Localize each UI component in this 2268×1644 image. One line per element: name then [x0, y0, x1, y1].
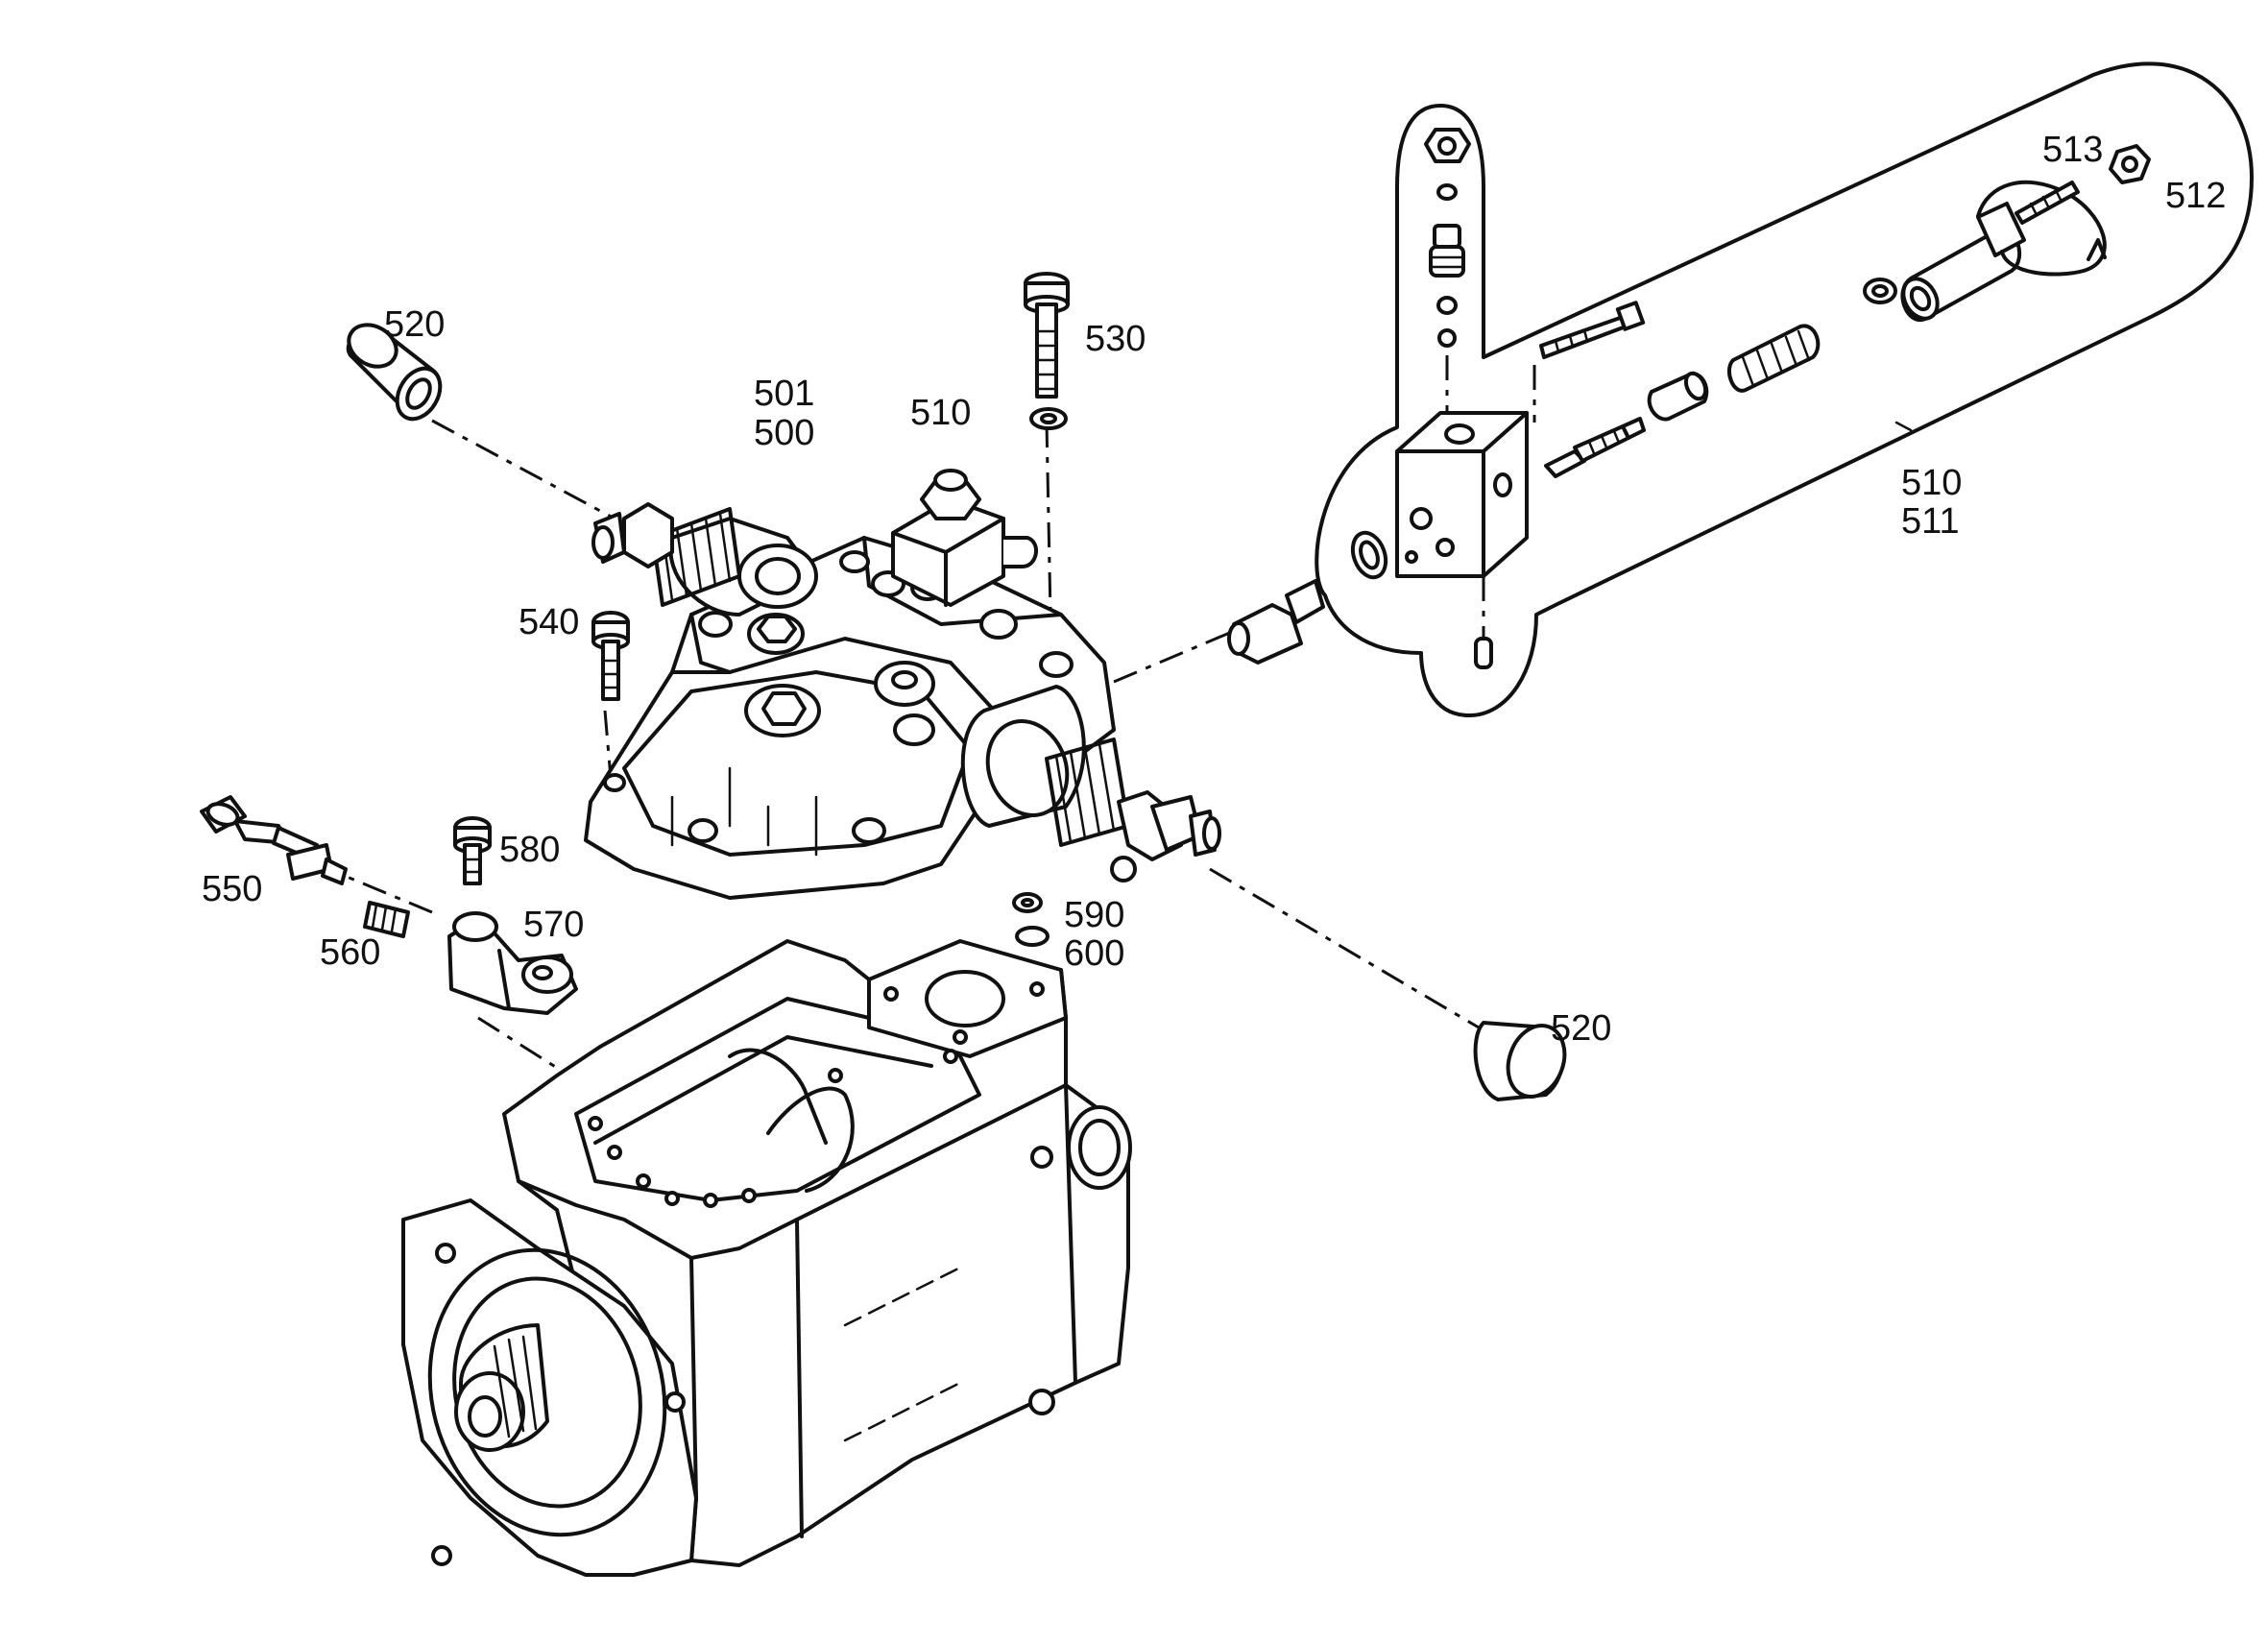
callout-570: 570: [523, 905, 584, 945]
callout-512: 512: [2165, 176, 2226, 216]
callout-590: 590: [1064, 895, 1124, 935]
detail-plug-bottom: [1474, 637, 1493, 669]
detail-cap-nut-512: [2109, 144, 2151, 184]
detail-fitting-stem: [1429, 224, 1465, 278]
callout-560: 560: [320, 932, 380, 973]
callout-580: 580: [499, 830, 560, 870]
leader-520-bottom: [1209, 867, 1480, 1029]
pump-housing: [401, 939, 1132, 1577]
screw-540: [591, 611, 630, 701]
leader-540: [603, 710, 613, 779]
callout-600: 600: [1064, 933, 1124, 974]
leader-520-top: [431, 419, 615, 520]
callout-500: 500: [754, 413, 814, 453]
washer-590: [1012, 892, 1043, 913]
bracket-570: [447, 911, 578, 1015]
check-valve-insert: [1227, 579, 1325, 665]
control-piston-right: [960, 685, 1221, 882]
detail-valve-block: [1395, 411, 1529, 578]
callout-530: 530: [1085, 319, 1146, 359]
detail-seal-wire: [1976, 180, 2107, 277]
adjuster-block-510: [891, 469, 1038, 607]
detail-nut-top: [1424, 128, 1471, 163]
callout-501: 501: [754, 374, 814, 414]
bolt-530: [1024, 272, 1070, 399]
detail-long-bolt: [1539, 301, 1646, 359]
callout-520-top: 520: [384, 304, 445, 345]
detail-o-ring: [1350, 530, 1388, 580]
adjusting-screw-550: [200, 795, 348, 885]
detail-leader-510-511: [1894, 421, 1913, 432]
detail-set-screw-513: [2015, 181, 2080, 225]
detail-bubble-outline: [1315, 61, 2254, 717]
detail-needle-screw: [1544, 417, 1646, 478]
detail-spring: [1726, 324, 1821, 393]
leader-to-detail: [1113, 627, 1240, 684]
plug-cap-520-bottom: [1473, 1021, 1567, 1101]
o-ring-600: [1015, 926, 1050, 947]
plug-cap-520-top: [346, 323, 443, 422]
cap-screw-580: [453, 816, 492, 885]
detail-ball-2: [1437, 328, 1457, 348]
detail-ball-1: [1436, 296, 1458, 315]
callout-510-detail: 510: [1901, 463, 1962, 503]
washer-530: [1029, 407, 1068, 430]
detail-adjuster-body: [1900, 202, 2026, 323]
callout-550: 550: [202, 869, 262, 909]
detail-washer-small: [1436, 183, 1458, 201]
callout-540: 540: [519, 602, 579, 642]
callout-511-detail: 511: [1901, 501, 1960, 542]
detail-small-washer-right: [1863, 278, 1897, 304]
spring-560: [363, 901, 410, 938]
control-piston-left: [591, 502, 818, 616]
callout-513: 513: [2042, 130, 2103, 170]
callout-510: 510: [910, 393, 971, 433]
detail-plunger: [1647, 371, 1709, 422]
callout-520-bottom: 520: [1551, 1008, 1611, 1049]
